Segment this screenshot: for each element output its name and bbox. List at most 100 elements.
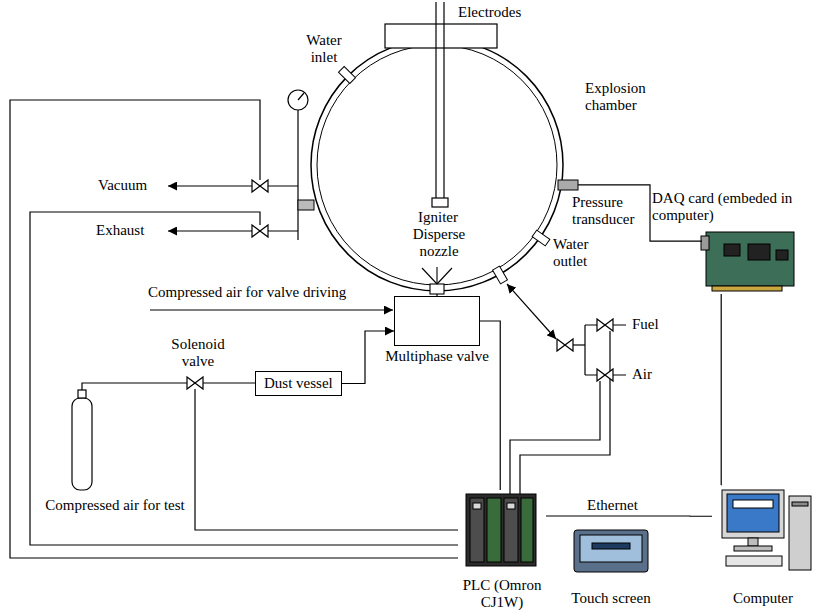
computer-picture <box>727 494 779 532</box>
touch-screen: Touch screen <box>566 525 656 609</box>
part-label: Fuel <box>632 316 659 333</box>
multiphase-valve: Multiphase valve <box>394 296 480 346</box>
part-label: Compressed air for test <box>40 497 190 514</box>
part-label: Vacuum <box>98 177 147 194</box>
control-wires <box>10 100 458 558</box>
chamber-ports <box>298 200 314 210</box>
plc: PLC (Omron CJ1W) <box>458 490 546 612</box>
plc-picture <box>507 503 515 509</box>
pressure-gauge <box>298 93 304 100</box>
pressure-gauge <box>288 90 308 240</box>
node-label: DAQ card (embeded in computer) <box>652 190 802 224</box>
electrode-flange <box>385 2 497 207</box>
daq-card: DAQ card (embeded in computer) <box>702 228 798 294</box>
chamber-ports <box>532 230 550 246</box>
computer-picture <box>726 556 782 566</box>
part-label: Exhaust <box>96 222 144 239</box>
plc-picture <box>466 494 536 566</box>
part-label: Compressed air for valve driving <box>148 284 346 301</box>
computer-picture <box>789 496 811 570</box>
plc-picture <box>473 503 481 509</box>
chamber-ring <box>311 39 563 291</box>
pressure-gauge <box>288 90 308 110</box>
chamber-ports <box>339 67 356 84</box>
vacuum-exhaust-lines <box>168 185 298 186</box>
daq-card-picture <box>706 232 794 286</box>
vacuum-exhaust-lines <box>252 225 268 237</box>
control-wires <box>10 100 610 558</box>
vacuum-exhaust-lines <box>168 180 298 237</box>
computer-picture <box>748 538 758 546</box>
part-label: Igniter <box>412 209 464 226</box>
computer-picture <box>733 500 773 508</box>
electrode-flange <box>385 24 497 48</box>
plc-picture <box>470 498 484 562</box>
disperse-nozzle <box>430 284 444 294</box>
electrode-flange <box>432 198 448 207</box>
part-label: Solenoid valve <box>158 336 238 370</box>
connector <box>546 515 712 516</box>
part-label: Water outlet <box>553 236 609 270</box>
computer-picture <box>722 490 784 538</box>
dust-vessel: Dust vessel <box>255 371 342 396</box>
control-wires <box>30 212 458 545</box>
fuel-air-lines <box>507 284 556 339</box>
vacuum-exhaust-lines <box>168 230 298 231</box>
touch-screen-picture <box>580 535 642 562</box>
fuel-air-lines <box>597 369 613 381</box>
chamber-ports <box>298 67 578 284</box>
plc-picture <box>521 498 533 562</box>
connector <box>480 321 500 490</box>
daq-card-picture <box>776 250 788 260</box>
electrode-flange <box>443 2 444 198</box>
touch-screen-picture <box>592 543 630 549</box>
plc-picture <box>466 494 536 566</box>
chamber-ports <box>493 266 508 284</box>
part-label: Disperse nozzle <box>400 226 478 260</box>
computer-picture <box>734 546 772 551</box>
touch-screen-picture <box>574 530 648 572</box>
pressure-gauge <box>297 110 298 240</box>
plc-picture <box>504 498 518 562</box>
node-label: Explosion chamber <box>585 80 659 114</box>
node-label: Computer <box>712 590 814 607</box>
fuel-air-lines <box>573 344 585 345</box>
electrode-flange <box>435 2 436 198</box>
computer: Computer <box>712 485 814 609</box>
valve-driving-air <box>150 309 393 310</box>
daq-card-picture <box>701 236 709 250</box>
fuel-air-lines <box>584 325 585 375</box>
test-air-line <box>72 398 92 490</box>
fuel-air-lines <box>557 339 573 351</box>
daq-card-picture <box>724 244 740 256</box>
connector <box>721 294 722 485</box>
node-label: Dust vessel <box>264 375 333 392</box>
daq-card-picture <box>748 244 770 260</box>
control-wires <box>520 331 610 494</box>
daq-card-picture <box>712 286 782 291</box>
node-label: Multiphase valve <box>385 348 489 365</box>
plc-picture <box>487 498 501 562</box>
disperse-nozzle <box>422 268 437 284</box>
node-label: Touch screen <box>566 590 656 607</box>
disperse-nozzle <box>437 268 452 284</box>
valve-driving-air <box>150 309 393 310</box>
test-air-line <box>187 377 203 389</box>
touch-screen-picture <box>574 530 648 572</box>
control-wires <box>195 389 458 530</box>
disperse-nozzle <box>436 267 437 284</box>
test-air-line <box>72 377 255 490</box>
chamber-ring <box>317 45 557 285</box>
daq-card-picture <box>701 232 794 291</box>
part-label: Air <box>632 366 652 383</box>
disperse-nozzle <box>422 267 452 294</box>
test-air-line <box>78 390 86 398</box>
fuel-air-lines <box>507 284 626 381</box>
control-wires <box>510 381 600 494</box>
part-label: Pressure transducer <box>572 194 646 228</box>
computer-picture <box>722 490 811 570</box>
computer-picture <box>792 502 808 506</box>
chamber-ports <box>558 180 578 190</box>
part-label: Electrodes <box>458 4 521 21</box>
